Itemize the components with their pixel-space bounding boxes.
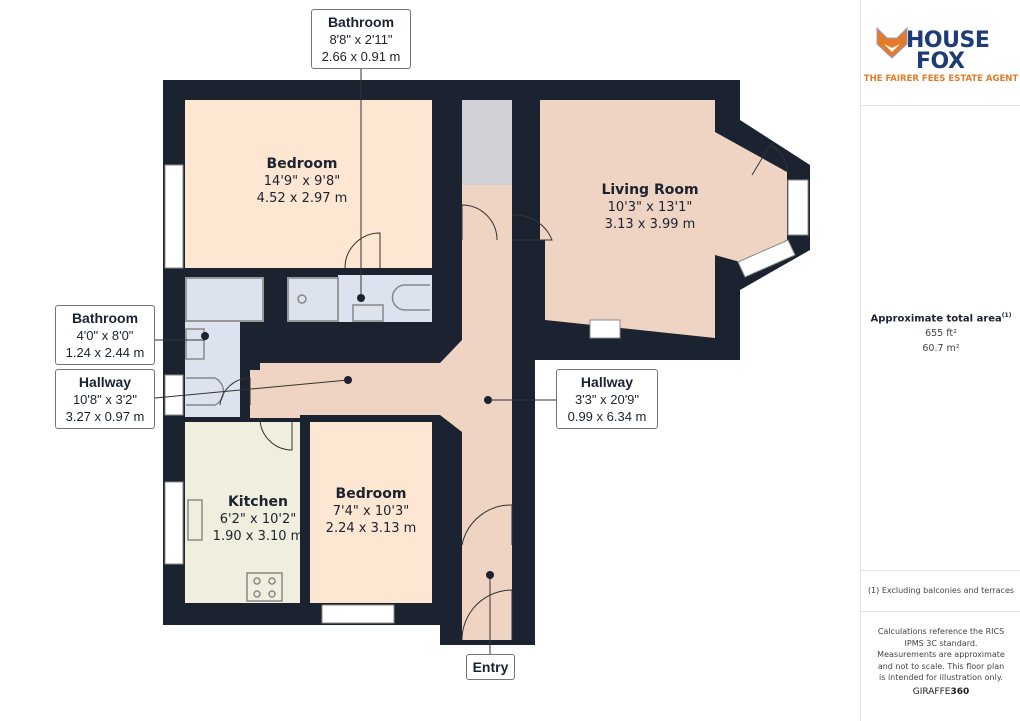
callout-metric: 2.66 x 0.91 m (321, 49, 401, 64)
callout-imperial: 3'3" x 20'9" (574, 392, 640, 407)
disclaimer: Calculations reference the RICS IPMS 3C … (877, 627, 1005, 682)
callout-name: Hallway (78, 374, 132, 390)
area-title: Approximate total area(1) (861, 312, 1020, 324)
hallway-floor (250, 185, 512, 640)
callout-metric: 1.24 x 2.44 m (65, 345, 145, 360)
doors (219, 144, 788, 641)
callout-metric: 3.27 x 0.97 m (65, 409, 145, 424)
room-markers (201, 294, 494, 579)
room-name: Bedroom (335, 486, 407, 502)
logo-line-1: HOUSE (906, 28, 990, 53)
area-ft: 655 ft² (925, 328, 957, 339)
logo-tagline: THE FAIRER FEES ESTATE AGENT (863, 74, 1019, 84)
room-label-bedroom-bottom: Bedroom 7'4" x 10'3" 2.24 x 3.13 m (326, 485, 417, 537)
room-imperial: 6'2" x 10'2" (219, 512, 297, 527)
divider (861, 105, 1020, 106)
credit-a: GIRAFFE (912, 687, 951, 697)
room-label-living-room: Living Room 10'3" x 13'1" 3.13 x 3.99 m (601, 181, 698, 233)
area-m: 60.7 m² (922, 343, 960, 354)
room-name: Kitchen (227, 494, 289, 510)
callout-name: Bathroom (71, 310, 139, 326)
room-label-kitchen: Kitchen 6'2" x 10'2" 1.90 x 3.10 m (213, 493, 304, 545)
shower-2 (287, 277, 339, 322)
fox-logo-icon (876, 26, 908, 59)
callout-hallway-right: Hallway 3'3" x 20'9" 0.99 x 6.34 m (556, 369, 658, 429)
logo-line-2: FOX (916, 49, 965, 74)
room-metric: 2.24 x 3.13 m (325, 521, 417, 536)
callout-metric: 0.99 x 6.34 m (567, 409, 647, 424)
giraffe360-credit: GIRAFFE360 (861, 687, 1020, 697)
callout-imperial: 10'8" x 3'2" (72, 392, 138, 407)
leader-lines (154, 68, 556, 655)
room-imperial: 10'3" x 13'1" (607, 200, 693, 215)
callout-imperial: 4'0" x 8'0" (76, 328, 134, 343)
credit-b: 360 (950, 687, 970, 697)
room-name: Bedroom (266, 156, 338, 172)
room-imperial: 14'9" x 9'8" (263, 174, 341, 189)
room-label-bedroom-top: Bedroom 14'9" x 9'8" 4.52 x 2.97 m (257, 155, 348, 207)
footnote: (1) Excluding balconies and terraces (867, 586, 1015, 595)
info-sidebar: HOUSE FOX THE FAIRER FEES ESTATE AGENT A… (860, 0, 1020, 721)
bedroom-bottom-floor (310, 422, 432, 603)
bathroom-left-floor (185, 322, 240, 417)
bedroom-top-floor (185, 100, 432, 268)
windows (164, 164, 809, 624)
shower-1 (185, 277, 264, 322)
room-metric: 3.13 x 3.99 m (604, 217, 696, 232)
fixtures (185, 284, 430, 602)
callout-name: Hallway (580, 374, 634, 390)
area-title-text: Approximate total area (870, 313, 1002, 325)
room-metric: 1.90 x 3.10 m (212, 529, 304, 544)
callout-bathroom-left: Bathroom 4'0" x 8'0" 1.24 x 2.44 m (55, 305, 155, 365)
bathroom-top-floor (338, 275, 432, 322)
callout-bathroom-top: Bathroom 8'8" x 2'11" 2.66 x 0.91 m (311, 9, 411, 69)
callout-entry: Entry (466, 654, 515, 680)
logo-wordmark: HOUSE FOX (906, 28, 990, 74)
living-room-floor (540, 100, 787, 338)
callout-name: Bathroom (327, 14, 395, 30)
divider (861, 611, 1020, 612)
area-note-marker: (1) (1001, 312, 1012, 319)
callout-name: Entry (472, 659, 509, 675)
callout-hallway-left: Hallway 10'8" x 3'2" 3.27 x 0.97 m (55, 369, 155, 429)
room-name: Living Room (601, 182, 699, 198)
closet (462, 100, 512, 185)
room-metric: 4.52 x 2.97 m (256, 191, 348, 206)
room-imperial: 7'4" x 10'3" (332, 504, 410, 519)
floor-plan (154, 68, 810, 655)
divider (861, 570, 1020, 571)
callout-imperial: 8'8" x 2'11" (329, 32, 393, 47)
